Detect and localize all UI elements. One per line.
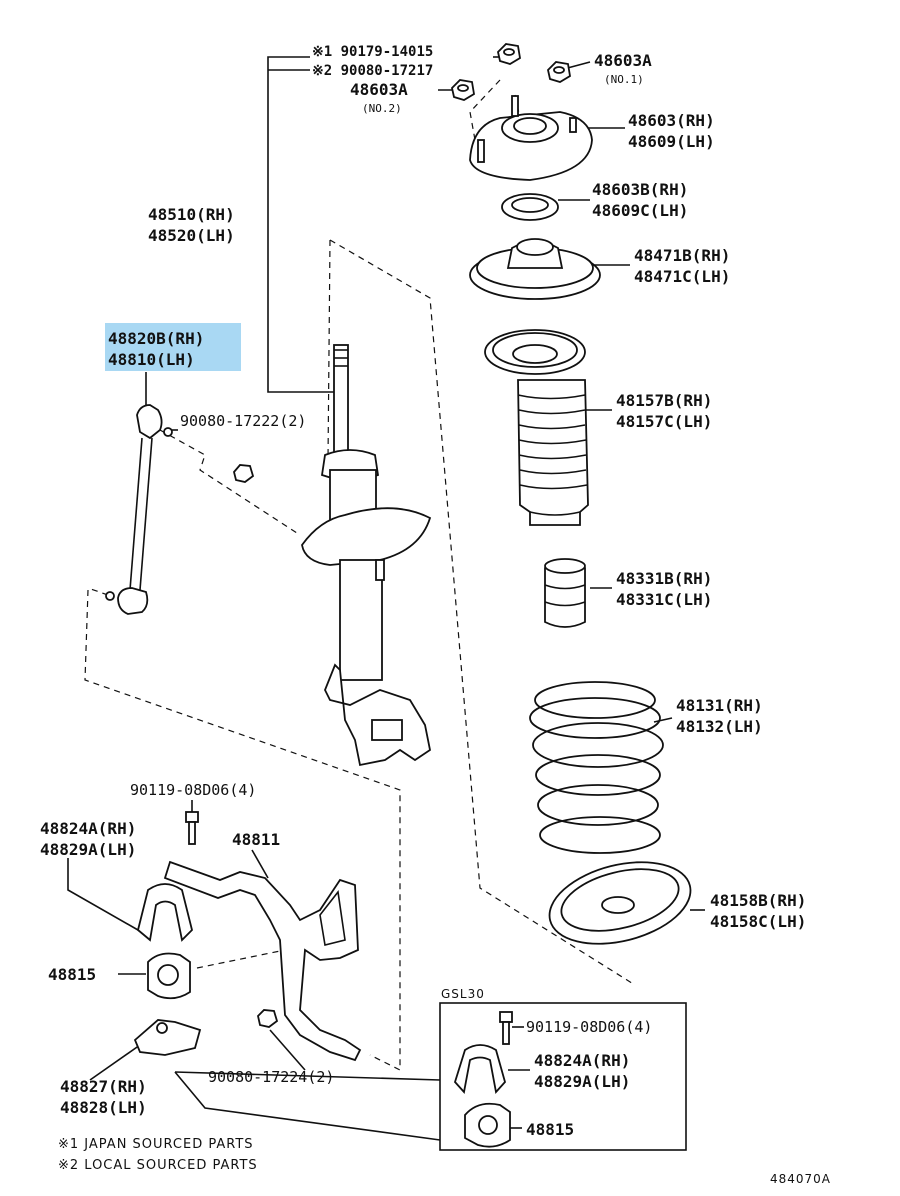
label-90080-17222: 90080-17222(2) bbox=[180, 412, 306, 430]
label-inset-48815: 48815 bbox=[526, 1120, 574, 1139]
leader-lines bbox=[67, 56, 705, 1141]
label-48131-rh: 48131(RH) bbox=[676, 696, 763, 715]
strut-mount-support bbox=[469, 95, 593, 181]
shock-absorber-strut bbox=[301, 344, 432, 767]
label-48815: 48815 bbox=[48, 965, 96, 984]
label-48609-lh: 48609(LH) bbox=[628, 132, 715, 151]
label-48158b-rh: 48158B(RH) bbox=[710, 891, 806, 910]
label-inset-48829a-lh: 48829A(LH) bbox=[534, 1072, 630, 1091]
upper-nut-no1 bbox=[547, 61, 571, 83]
label-48827-rh: 48827(RH) bbox=[60, 1077, 147, 1096]
label-48609c-lh: 48609C(LH) bbox=[592, 201, 688, 220]
label-48520-lh: 48520(LH) bbox=[148, 226, 235, 245]
stabilizer-bracket bbox=[136, 883, 193, 942]
label-inset-90119-08d06: 90119-08D06(4) bbox=[526, 1018, 652, 1036]
label-48603-rh: 48603(RH) bbox=[628, 111, 715, 130]
label-48471b-rh: 48471B(RH) bbox=[634, 246, 730, 265]
label-90080-17217: ※2 90080-17217 bbox=[312, 63, 433, 79]
lower-spring-seat bbox=[548, 861, 692, 945]
label-90119-08d06: 90119-08D06(4) bbox=[130, 781, 256, 799]
label-48603a-no2: 48603A bbox=[350, 80, 408, 99]
upper-nut-no2 bbox=[451, 79, 475, 101]
label-no2: (NO.2) bbox=[362, 102, 402, 115]
gsl30-inset bbox=[439, 1002, 687, 1151]
upper-bearing bbox=[501, 193, 559, 221]
link-nut bbox=[233, 464, 255, 483]
lower-nut bbox=[257, 1009, 279, 1028]
stabilizer-bolt bbox=[185, 811, 199, 845]
upper-spring-seat bbox=[469, 238, 601, 300]
bump-stopper bbox=[544, 558, 586, 628]
label-48810-lh: 48810(LH) bbox=[108, 350, 195, 369]
label-no1: (NO.1) bbox=[604, 73, 644, 86]
selected-part-highlight bbox=[105, 323, 241, 371]
footnote-local-sourced: ※2 LOCAL SOURCED PARTS bbox=[58, 1158, 258, 1173]
stabilizer-bushing bbox=[147, 952, 191, 1000]
stabilizer-bar bbox=[163, 860, 362, 1062]
label-90080-17224: 90080-17224(2) bbox=[208, 1068, 334, 1086]
diagram-id: 484070A bbox=[770, 1172, 831, 1186]
stabilizer-link bbox=[105, 404, 173, 615]
label-48132-lh: 48132(LH) bbox=[676, 717, 763, 736]
label-48331c-lh: 48331C(LH) bbox=[616, 590, 712, 609]
label-48603a-no1: 48603A bbox=[594, 51, 652, 70]
label-48824a-rh: 48824A(RH) bbox=[40, 819, 136, 838]
part-labels: ※1 90179-14015 ※2 90080-17217 48603A (NO… bbox=[40, 44, 831, 1186]
label-48510-rh: 48510(RH) bbox=[148, 205, 235, 224]
label-48603b-rh: 48603B(RH) bbox=[592, 180, 688, 199]
label-48331b-rh: 48331B(RH) bbox=[616, 569, 712, 588]
upper-nut-top bbox=[497, 43, 521, 65]
label-48157b-rh: 48157B(RH) bbox=[616, 391, 712, 410]
coil-spring bbox=[529, 681, 664, 854]
footnote-japan-sourced: ※1 JAPAN SOURCED PARTS bbox=[58, 1137, 254, 1152]
label-48820b-rh: 48820B(RH) bbox=[108, 329, 204, 348]
bushing-retainer bbox=[133, 1019, 202, 1056]
label-48158c-lh: 48158C(LH) bbox=[710, 912, 806, 931]
bump-boot bbox=[484, 329, 589, 526]
label-48471c-lh: 48471C(LH) bbox=[634, 267, 730, 286]
label-48828-lh: 48828(LH) bbox=[60, 1098, 147, 1117]
label-48157c-lh: 48157C(LH) bbox=[616, 412, 712, 431]
label-gsl30: GSL30 bbox=[441, 987, 485, 1001]
label-48829a-lh: 48829A(LH) bbox=[40, 840, 136, 859]
label-90179-14015: ※1 90179-14015 bbox=[312, 44, 433, 60]
label-inset-48824a-rh: 48824A(RH) bbox=[534, 1051, 630, 1070]
label-48811: 48811 bbox=[232, 830, 280, 849]
